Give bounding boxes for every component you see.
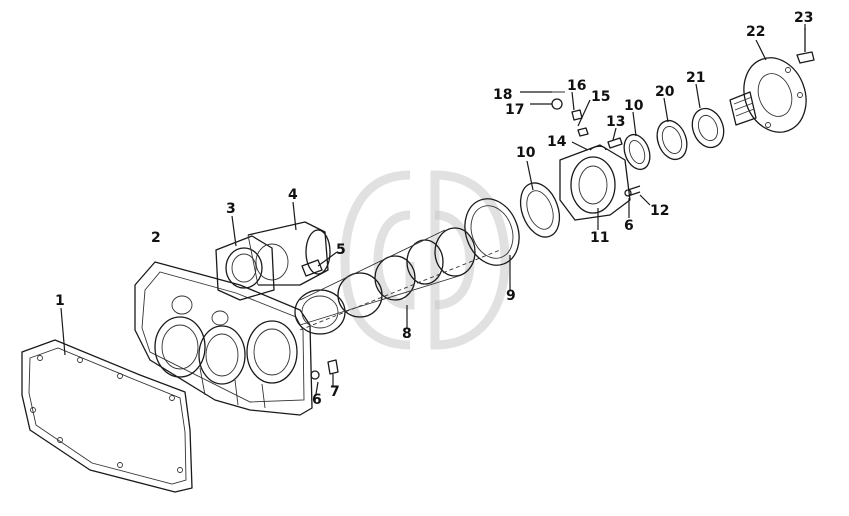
part-22-end-flange [729,57,807,133]
callout-6a: 6 [312,392,322,408]
callout-16: 16 [567,78,586,94]
callout-13: 13 [606,114,625,130]
watermark-logo [340,170,510,350]
callout-10b: 10 [624,98,644,114]
callout-11: 11 [590,230,609,246]
callout-18: 18 [493,87,512,103]
part-10b-seal [623,133,651,171]
callout-22: 22 [746,24,765,40]
callout-21: 21 [686,70,705,86]
callout-15: 15 [591,89,610,105]
callout-2: 2 [151,230,161,246]
part-12-bolt [624,185,641,197]
callout-23: 23 [794,10,813,26]
callout-10a: 10 [516,145,536,161]
callout-labels: 1 2 3 4 5 6 7 8 9 10 11 6 12 13 14 15 16… [55,10,813,408]
part-1-gasket [21,339,193,493]
part-21-seal [691,107,725,149]
part-23-bolt [796,28,815,64]
callout-9: 9 [506,288,516,304]
callout-6b: 6 [624,218,634,234]
part-3-flange [215,235,275,301]
part-2-housing [134,261,313,416]
callout-8: 8 [402,326,412,342]
callout-17: 17 [505,102,524,118]
callout-3: 3 [226,201,236,217]
callout-14: 14 [547,134,567,150]
part-8-gear-shaft [294,227,501,335]
callout-12: 12 [650,203,669,219]
callout-1: 1 [55,293,65,309]
part-9-gasket-ring [464,198,520,266]
part-10-bearing [519,182,561,238]
callout-20: 20 [655,84,675,100]
callout-5: 5 [336,242,346,258]
leader-lines [60,24,806,395]
part-5-plug [301,259,323,277]
callout-4: 4 [288,187,298,203]
callout-7: 7 [330,384,340,400]
part-20-ring [656,119,688,161]
part-6-7-fittings [310,359,339,380]
part-11-bearing-housing [559,144,631,221]
